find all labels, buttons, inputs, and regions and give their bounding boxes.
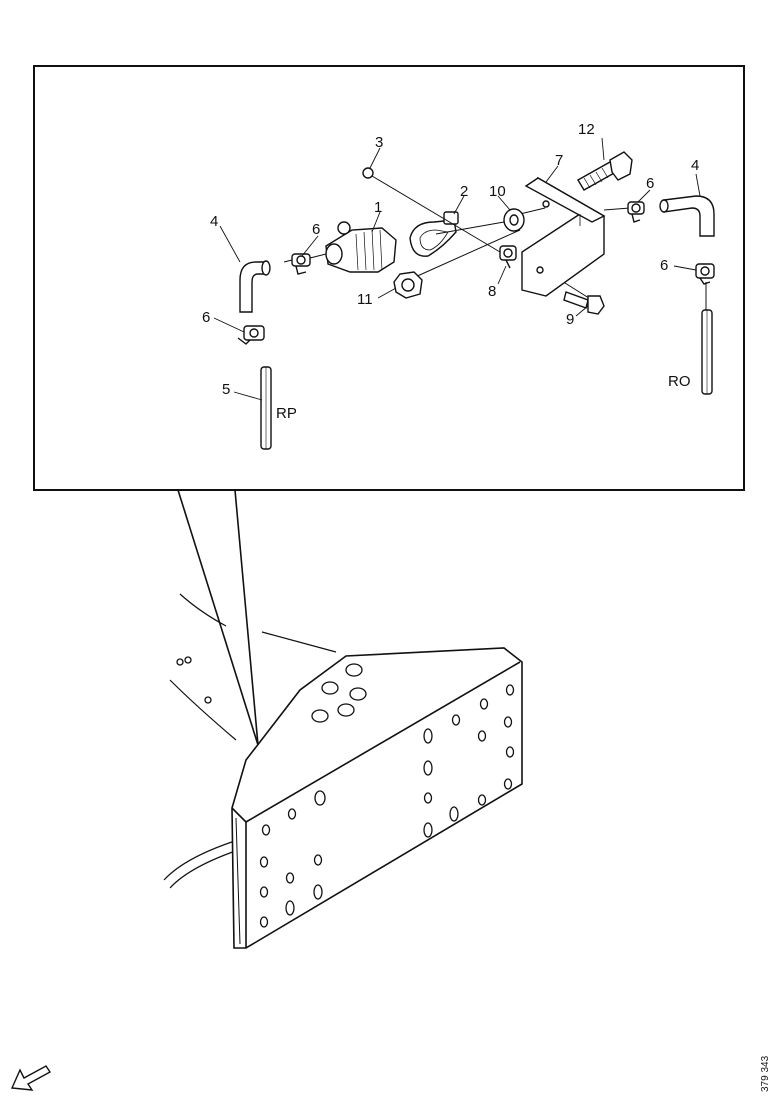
- hose-clip-right-upper: [627, 201, 645, 223]
- leader-lines: [213, 137, 701, 401]
- l-bracket: [521, 176, 606, 297]
- bolt-12: [577, 151, 633, 191]
- nut-11: [393, 271, 423, 299]
- callout-4-right: 4: [691, 157, 699, 174]
- callout-11: 11: [357, 291, 373, 308]
- washer-10: [503, 208, 525, 232]
- hose-clip-right-lower: [695, 263, 715, 285]
- hose-label-ro: RO: [668, 373, 691, 390]
- hose-ro: [701, 309, 713, 395]
- callout-6-left-lower: 6: [202, 309, 210, 326]
- callout-3: 3: [375, 134, 383, 151]
- bolt-9: [563, 291, 605, 315]
- callout-6-right-upper: 6: [646, 175, 654, 192]
- frame-rail-holes: [176, 656, 515, 928]
- callout-1: 1: [374, 199, 382, 216]
- callout-6-left-upper: 6: [312, 221, 320, 238]
- callout-4-left: 4: [210, 213, 218, 230]
- hose-clip-left-lower: [237, 325, 265, 345]
- zoom-pointer-line-right: [234, 489, 259, 746]
- filter-body: [325, 221, 397, 273]
- detail-frame: [33, 65, 745, 491]
- callout-7: 7: [555, 152, 563, 169]
- nut-3: [362, 167, 374, 179]
- callout-12: 12: [578, 121, 595, 138]
- hose-label-rp: RP: [276, 405, 297, 422]
- parts-group: [237, 151, 715, 450]
- hose-rp: [260, 366, 272, 450]
- callout-2: 2: [460, 183, 468, 200]
- clip-8: [499, 245, 517, 269]
- frame-rail: [163, 593, 523, 949]
- callout-5: 5: [222, 381, 230, 398]
- zoom-pointer-line-left: [177, 489, 259, 746]
- drawing-code: 379 343: [760, 1055, 771, 1092]
- callout-9: 9: [566, 311, 574, 328]
- callout-8: 8: [488, 283, 496, 300]
- hose-clip-left-upper: [291, 253, 311, 275]
- clamp: [409, 211, 459, 257]
- arrow-left-down-icon: [10, 1065, 52, 1091]
- elbow-right: [663, 195, 715, 237]
- callout-10: 10: [489, 183, 506, 200]
- callout-6-right-lower: 6: [660, 257, 668, 274]
